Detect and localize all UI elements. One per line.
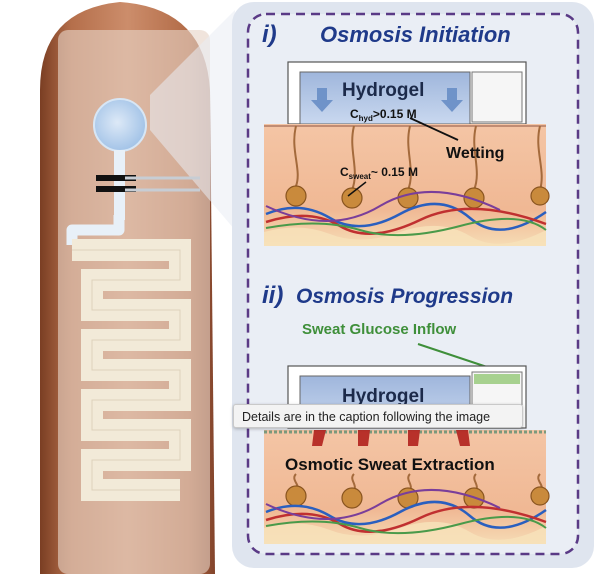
- hydrogel-label-i: Hydrogel: [342, 80, 424, 101]
- c-hyd-symbol: C: [350, 107, 359, 121]
- hydrogel-label-ii: Hydrogel: [342, 386, 424, 407]
- c-hyd-sub: hyd: [359, 114, 373, 123]
- down-arrow-icon: [441, 88, 463, 112]
- finger-photo: [0, 0, 250, 574]
- panel-i-number: i): [262, 21, 277, 48]
- c-sweat-symbol: C: [340, 165, 349, 179]
- sensor-circle: [93, 98, 147, 152]
- panel-ii-title: Osmosis Progression: [296, 285, 513, 308]
- sensor-trace: [114, 150, 125, 220]
- panel-ii-number: ii): [262, 282, 283, 309]
- c-sweat-sub: sweat: [349, 172, 372, 181]
- callout-wedge: [150, 10, 235, 230]
- osmotic-sweat-extraction-label: Osmotic Sweat Extraction: [285, 455, 495, 474]
- wetting-label: Wetting: [446, 145, 504, 162]
- panel-i: i) Osmosis Initiation Hydrogel Chyd>0.15…: [262, 21, 550, 246]
- c-hyd-value: >0.15 M: [373, 107, 417, 121]
- glucose-reservoir: [474, 374, 520, 384]
- image-caption-tooltip: Details are in the caption following the…: [233, 404, 523, 428]
- svg-text:Chyd>0.15 M: Chyd>0.15 M: [350, 107, 417, 123]
- panel-i-title: Osmosis Initiation: [320, 22, 511, 47]
- svg-text:Csweat~ 0.15 M: Csweat~ 0.15 M: [340, 165, 418, 181]
- down-arrow-icon: [311, 88, 333, 112]
- hydrogel-i: [299, 71, 471, 125]
- sweat-glucose-inflow-label: Sweat Glucose Inflow: [302, 321, 457, 338]
- c-sweat-value: ~ 0.15 M: [371, 165, 418, 179]
